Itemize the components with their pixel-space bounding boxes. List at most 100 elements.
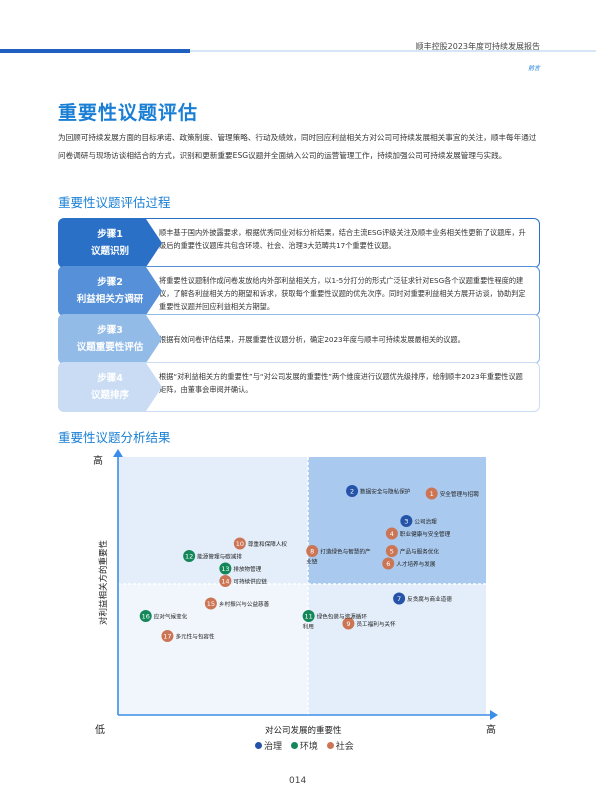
legend-item-social: 社会 xyxy=(326,742,354,752)
step-label: 步骤3 议题重要性评估 xyxy=(58,314,162,364)
point-marker xyxy=(302,610,315,622)
point-number: 6 xyxy=(386,560,390,568)
page-number: 014 xyxy=(289,776,307,786)
point-label: 安全管理与招聘 xyxy=(440,490,480,498)
legend-dot xyxy=(255,742,262,749)
step-row: 将重要性议题制作成问卷发放给内外部利益相关方，以1-5分打分的形式广泛征求针对E… xyxy=(58,266,540,316)
legend-label: 环境 xyxy=(299,742,318,752)
point-marker xyxy=(400,515,413,527)
legend-label: 社会 xyxy=(335,742,354,752)
point-marker xyxy=(425,487,438,500)
point-number: 5 xyxy=(390,548,394,556)
point-number: 12 xyxy=(185,553,193,561)
step-name: 利益相关方调研 xyxy=(76,294,144,305)
step-row: 根据有效问卷评估结果，开展重要性议题分析，确定2023年度与顺丰可持续发展最相关… xyxy=(58,314,540,364)
step-description: 顺丰基于国内外披露要求，根据优秀同业对标分析结果，结合主流ESG评级关注及顺丰业… xyxy=(138,218,540,268)
point-marker xyxy=(393,592,406,605)
y-axis-title: 对利益相关方的重要性 xyxy=(98,539,109,625)
matrix-point: 14 可持续供应链 xyxy=(219,575,267,587)
point-label: 职业健康与安全管理 xyxy=(400,530,451,538)
y-axis-arrow xyxy=(113,449,123,457)
matrix-point: 6 人才培养与发展 xyxy=(382,557,436,570)
step-row: 根据“对利益相关方的重要性”与“对公司发展的重要性”两个维度进行议题优先级排序，… xyxy=(58,362,540,412)
step-number: 步骤3 xyxy=(97,325,123,336)
point-marker xyxy=(306,545,319,557)
header-bar xyxy=(0,49,596,53)
matrix-point: 7 反贪腐与商业道德 xyxy=(393,592,452,605)
point-label: 乡村振兴与公益慈善 xyxy=(219,600,270,608)
step-label: 步骤4 议题排序 xyxy=(58,362,162,412)
point-label: 排放物管理 xyxy=(233,565,261,573)
point-label: 产品与服务优化 xyxy=(400,548,440,556)
matrix-section-title: 重要性议题分析结果 xyxy=(58,430,171,445)
point-number: 9 xyxy=(346,620,350,628)
legend-item-governance: 治理 xyxy=(255,742,282,752)
step-number: 步骤2 xyxy=(97,277,123,288)
matrix-point: 5 产品与服务优化 xyxy=(385,545,440,557)
point-number: 2 xyxy=(350,488,354,496)
step-label: 步骤2 利益相关方调研 xyxy=(58,266,162,316)
point-marker xyxy=(385,545,398,557)
process-section-title: 重要性议题评估过程 xyxy=(58,195,171,210)
point-marker xyxy=(161,630,174,642)
section-tag: 前言 xyxy=(527,65,540,72)
point-label: 打造绿色与智慧的产业链 xyxy=(306,548,371,566)
step-number: 步骤4 xyxy=(97,373,123,384)
y-axis-high-label: 高 xyxy=(93,454,103,467)
point-marker xyxy=(139,610,152,622)
point-label: 能源管理与碳减排 xyxy=(197,553,242,561)
x-axis-arrow xyxy=(490,710,498,720)
axis-low-label: 低 xyxy=(95,723,105,736)
point-label: 绿色包装与资源循环利用 xyxy=(303,613,368,631)
point-label: 可持续供应链 xyxy=(233,578,267,586)
step-description: 根据“对利益相关方的重要性”与“对公司发展的重要性”两个维度进行议题优先级排序，… xyxy=(138,362,540,412)
point-number: 11 xyxy=(304,613,312,621)
point-number: 1 xyxy=(430,490,434,498)
step-row: 顺丰基于国内外披露要求，根据优秀同业对标分析结果，结合主流ESG评级关注及顺丰业… xyxy=(58,218,540,268)
point-label: 人才培养与发展 xyxy=(396,560,436,568)
page-title: 重要性议题评估 xyxy=(58,102,199,124)
point-number: 10 xyxy=(236,540,244,548)
point-number: 17 xyxy=(163,633,171,641)
point-marker xyxy=(233,537,246,550)
point-marker xyxy=(204,597,217,610)
point-label: 反贪腐与商业道德 xyxy=(407,595,452,603)
legend-label: 治理 xyxy=(264,742,283,752)
x-axis-high-label: 高 xyxy=(486,723,496,736)
step-description: 将重要性议题制作成问卷发放给内外部利益相关方，以1-5分打分的形式广泛征求针对E… xyxy=(138,266,540,316)
quadrant-top-right xyxy=(308,457,486,584)
step-name: 议题重要性评估 xyxy=(76,342,144,353)
legend-dot xyxy=(290,742,298,749)
step-name: 议题识别 xyxy=(90,246,129,257)
point-marker xyxy=(183,550,196,562)
point-number: 3 xyxy=(404,518,408,526)
point-marker xyxy=(385,527,398,540)
point-marker xyxy=(382,557,395,570)
point-marker xyxy=(346,485,359,497)
point-label: 员工福利与关怀 xyxy=(356,620,396,628)
point-number: 16 xyxy=(142,613,150,621)
point-number: 14 xyxy=(221,578,229,586)
point-number: 8 xyxy=(310,548,314,556)
step-label: 步骤1 议题识别 xyxy=(58,218,162,268)
point-label: 应对气候变化 xyxy=(154,613,188,621)
point-label: 多元性与包容性 xyxy=(175,633,215,641)
legend-dot xyxy=(326,742,334,749)
step-number: 步骤1 xyxy=(97,229,123,240)
matrix-point: 9 员工福利与关怀 xyxy=(342,617,396,630)
point-number: 7 xyxy=(397,595,401,603)
legend-item-environment: 环境 xyxy=(290,742,318,752)
matrix-legend: 治理 环境 社会 xyxy=(255,739,360,752)
step-description: 根据有效问卷评估结果，开展重要性议题分析，确定2023年度与顺丰可持续发展最相关… xyxy=(138,314,540,364)
matrix-point: 1 安全管理与招聘 xyxy=(425,487,480,500)
quadrant-top-left xyxy=(118,457,308,584)
